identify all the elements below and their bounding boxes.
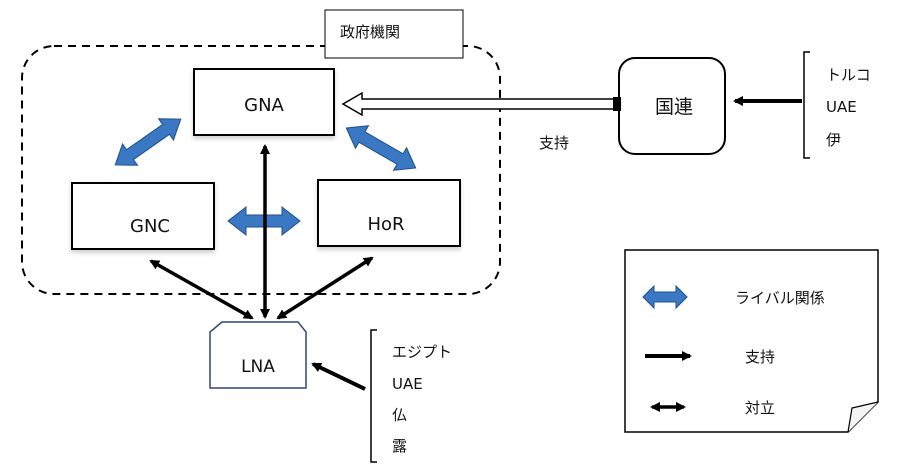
hor-box	[317, 179, 461, 247]
lna-backer-1: エジプト	[392, 343, 452, 361]
legend-support-label: 支持	[745, 348, 775, 366]
government-label: 政府機関	[340, 23, 400, 41]
lna-backer-4: 露	[392, 437, 407, 455]
lna-backer-3: 仏	[392, 406, 407, 424]
legend-conflict-label: 対立	[745, 399, 775, 417]
lna-backer-2: UAE	[392, 375, 423, 393]
legend-rivalry-label: ライバル関係	[735, 289, 825, 307]
lna-backers-bracket	[370, 329, 377, 463]
un-label: 国連	[655, 96, 693, 118]
gna-box	[193, 68, 335, 136]
un-arrow-tail-block	[613, 97, 621, 111]
gnc-box	[71, 182, 215, 250]
un-to-gna-support-arrow	[341, 91, 620, 117]
legend-rivalry-arrow	[642, 284, 688, 310]
lna-box	[209, 321, 307, 389]
government-label-box	[324, 9, 464, 59]
backers-to-lna-arrow	[311, 362, 366, 391]
support-label: 支持	[539, 134, 569, 152]
gnc-label: GNC	[130, 216, 170, 237]
un-backer-2: UAE	[826, 98, 857, 116]
legend-fold	[847, 401, 879, 433]
un-backer-1: トルコ	[826, 66, 871, 84]
rivalry-arrow-gna-gnc	[114, 118, 182, 166]
lna-label: LNA	[241, 357, 275, 377]
rivalry-arrow-gna-hor	[345, 125, 417, 171]
hor-label: HoR	[367, 214, 404, 235]
un-backer-3: 伊	[826, 131, 841, 149]
gna-label: GNA	[244, 95, 284, 116]
conflict-arrow-lna-gnc	[149, 259, 254, 320]
conflict-arrow-lna-hor	[276, 256, 374, 320]
un-backers-bracket	[803, 51, 810, 159]
